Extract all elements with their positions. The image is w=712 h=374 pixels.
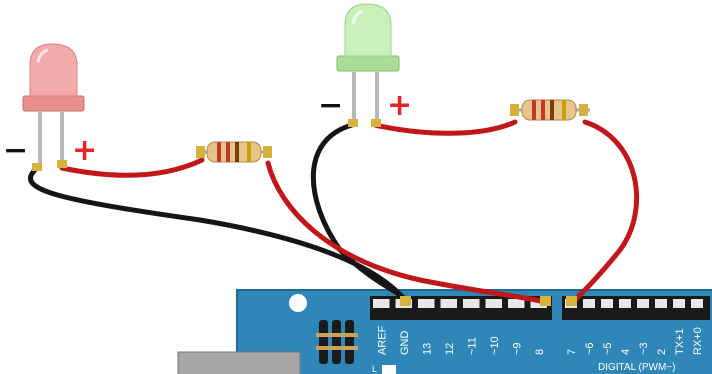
left-pin-hole	[440, 299, 457, 308]
arduino-board: AREF GND 13 12 ~11 ~10 ~9 8 7 ~6 ~5 4 ~3 2 TX+1 RX+0 L…	[177, 289, 712, 374]
wire-black-green-led	[310, 122, 410, 303]
right-pin-label: ~5	[602, 342, 614, 355]
fuse-block	[316, 320, 358, 364]
resistor-2	[510, 99, 590, 121]
red-led-minus-sign: −	[3, 133, 28, 168]
mounting-hole	[289, 294, 307, 312]
left-pin-label: GND	[399, 331, 411, 356]
wire-black-red-led	[28, 167, 408, 303]
wire-resistor-to-pin8	[265, 160, 548, 305]
right-pin-label: ~6	[584, 342, 596, 355]
resistor-1	[196, 141, 272, 163]
left-pin-hole	[418, 299, 435, 308]
left-pin-label: 8	[534, 349, 546, 355]
right-pin-label: RX+0	[692, 327, 704, 355]
green-led-minus-sign: −	[318, 88, 343, 123]
wire-red-led-to-resistor	[59, 157, 205, 178]
left-pin-label: ~9	[511, 342, 523, 355]
right-pin-hole	[601, 299, 613, 308]
pin8-terminal	[540, 296, 551, 306]
left-pin-hole	[508, 299, 525, 308]
board-l-label: L	[372, 364, 377, 374]
wire-green-led-to-resistor	[372, 119, 518, 136]
right-pin-label: 7	[566, 349, 578, 355]
red-led-plus-sign: +	[72, 133, 97, 168]
right-pin-hole	[583, 299, 595, 308]
pin7-terminal	[566, 296, 577, 306]
left-pin-hole	[373, 299, 390, 308]
wire-resistor-to-pin7	[570, 119, 640, 305]
right-pin-label: 4	[620, 349, 632, 355]
right-pin-hole	[673, 299, 685, 308]
left-pin-hole	[463, 299, 480, 308]
left-pin-label: ~11	[466, 337, 478, 355]
board-led-l	[382, 365, 396, 374]
right-pin-label: ~3	[638, 342, 650, 355]
digital-label: DIGITAL (PWM~)	[598, 362, 676, 373]
usb-connector	[177, 351, 301, 374]
left-pin-label: AREF	[376, 325, 388, 355]
left-pin-hole	[530, 299, 547, 308]
green-led-plus-sign: +	[387, 88, 412, 123]
left-pin-label: ~10	[489, 336, 501, 355]
right-pin-hole	[691, 299, 703, 308]
left-pin-hole	[485, 299, 502, 308]
green-led	[336, 3, 400, 127]
right-pin-hole	[619, 299, 631, 308]
red-led	[22, 43, 85, 171]
right-pin-label: TX+1	[674, 328, 686, 355]
right-pin-hole	[655, 299, 667, 308]
left-pin-label: 13	[421, 343, 433, 355]
left-pin-label: 12	[444, 343, 456, 355]
gnd-pin-terminal	[400, 296, 411, 306]
right-pin-label: 2	[656, 349, 668, 355]
right-pin-hole	[637, 299, 649, 308]
wires	[28, 119, 640, 305]
